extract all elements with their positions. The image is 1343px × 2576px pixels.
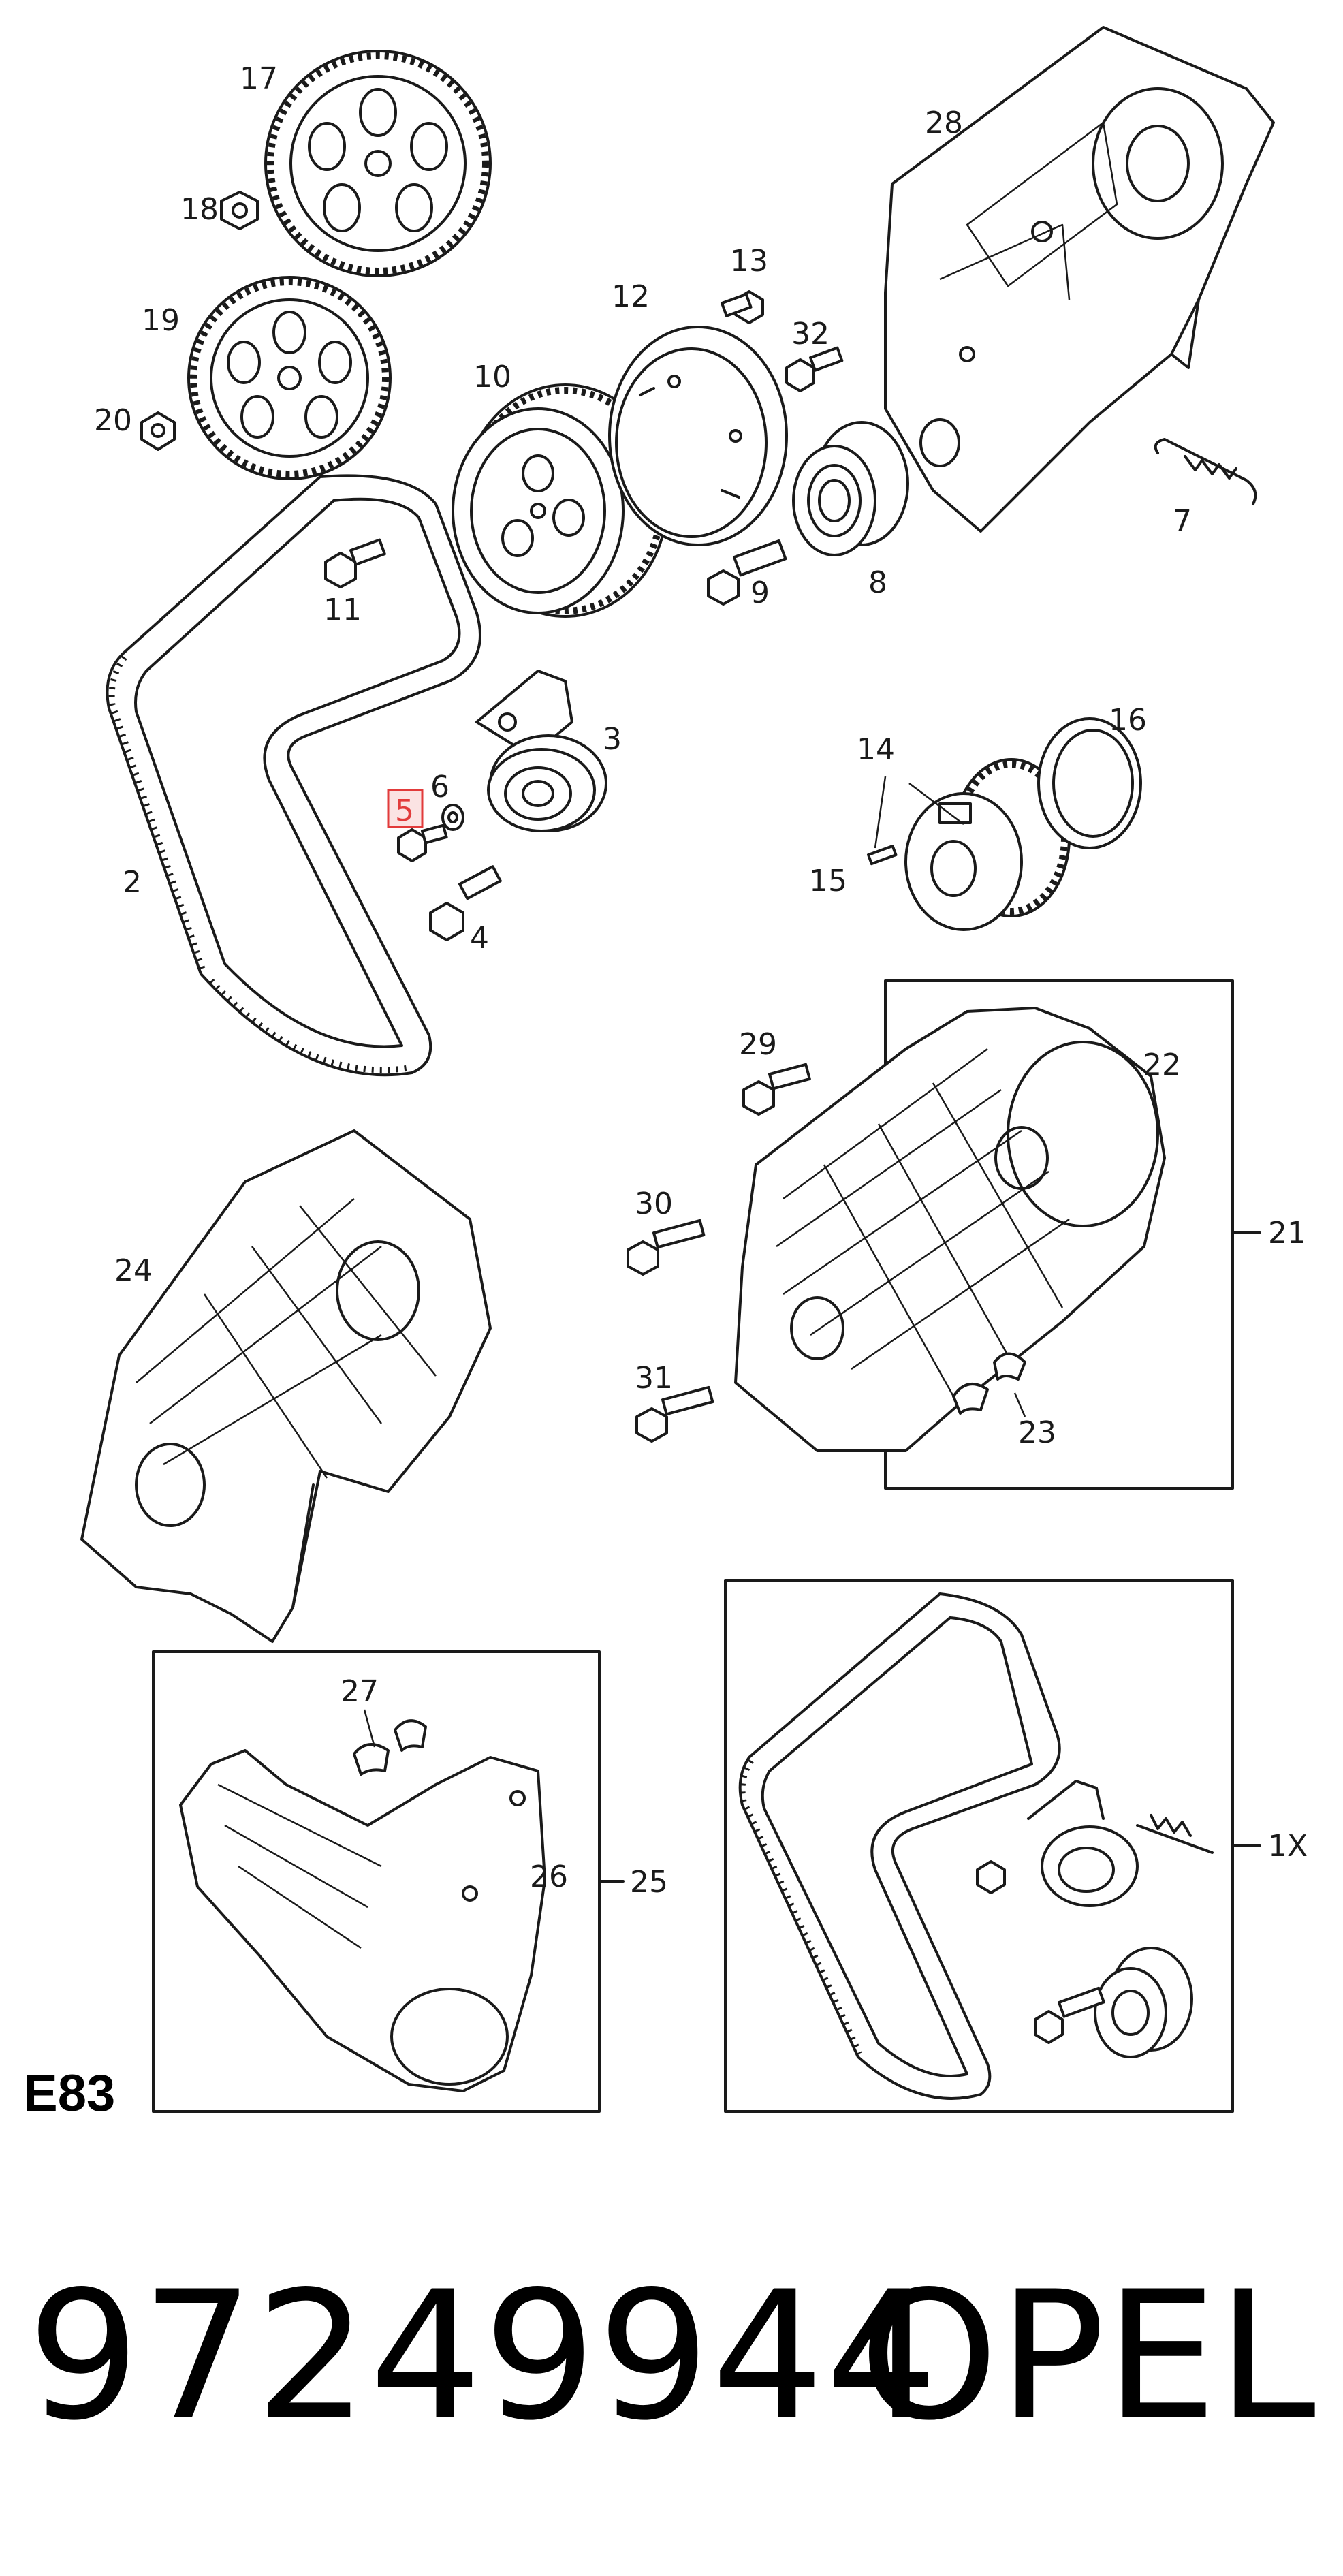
callout-5[interactable]: 5 bbox=[395, 794, 414, 828]
callout-26[interactable]: 26 bbox=[530, 1859, 568, 1894]
callout-32[interactable]: 32 bbox=[791, 317, 830, 351]
part-5-bolt[interactable] bbox=[397, 823, 448, 862]
callout-10[interactable]: 10 bbox=[473, 360, 511, 394]
callout-31[interactable]: 31 bbox=[635, 1361, 673, 1396]
part-20-nut[interactable] bbox=[140, 411, 176, 451]
callout-11[interactable]: 11 bbox=[323, 593, 362, 627]
callout-30[interactable]: 30 bbox=[635, 1187, 673, 1221]
part-22-cover-housing[interactable] bbox=[734, 1007, 1166, 1452]
part-4-bolt[interactable] bbox=[429, 865, 502, 941]
callout-8[interactable]: 8 bbox=[868, 565, 887, 600]
part-25-group-frame bbox=[152, 1650, 625, 2113]
callout-3[interactable]: 3 bbox=[603, 722, 622, 757]
part-9-bolt[interactable] bbox=[707, 539, 787, 606]
part-12-cover-disc[interactable] bbox=[608, 326, 788, 546]
callout-14[interactable]: 14 bbox=[857, 732, 895, 767]
diagram-code-label: E83 bbox=[23, 2064, 116, 2122]
part-7-spring[interactable] bbox=[1154, 438, 1257, 505]
part-32-bolt[interactable] bbox=[785, 346, 844, 392]
part-15-pin[interactable] bbox=[867, 845, 898, 866]
part-29-bolt[interactable] bbox=[742, 1063, 811, 1116]
callouts: 17 18 19 20 11 10 12 13 32 28 7 8 9 3 6 … bbox=[94, 61, 1308, 1900]
part-26-lower-cover[interactable] bbox=[179, 1749, 546, 2092]
part-1x-kit-frame bbox=[724, 1579, 1261, 2113]
callout-27[interactable]: 27 bbox=[341, 1674, 379, 1709]
callout-25[interactable]: 25 bbox=[630, 1865, 668, 1900]
part-18-nut[interactable] bbox=[220, 191, 259, 230]
callout-23[interactable]: 23 bbox=[1018, 1415, 1056, 1450]
callout-9[interactable]: 9 bbox=[750, 576, 770, 610]
callout-4[interactable]: 4 bbox=[470, 921, 489, 956]
callout-20[interactable]: 20 bbox=[94, 403, 132, 438]
part-1x-kit[interactable] bbox=[738, 1592, 1214, 2100]
part-2-timing-belt[interactable] bbox=[106, 474, 481, 1077]
part-8-idler-roller[interactable] bbox=[792, 421, 909, 556]
exploded-parts-diagram: 17 18 19 20 11 10 12 13 32 28 7 8 9 3 6 … bbox=[80, 26, 1308, 2113]
callout-16[interactable]: 16 bbox=[1109, 703, 1147, 738]
callout-24[interactable]: 24 bbox=[114, 1253, 153, 1288]
callout-6[interactable]: 6 bbox=[430, 770, 449, 804]
part-28-rear-timing-cover[interactable] bbox=[884, 26, 1275, 533]
part-30-bolt[interactable] bbox=[627, 1219, 706, 1276]
callout-5-highlight-box bbox=[387, 789, 424, 828]
callout-15[interactable]: 15 bbox=[809, 864, 847, 898]
callout-29[interactable]: 29 bbox=[739, 1027, 777, 1062]
part-27-clips[interactable] bbox=[353, 1719, 427, 1776]
part-3-tensioner[interactable] bbox=[475, 670, 607, 832]
part-17-camshaft-sprocket[interactable] bbox=[264, 50, 492, 277]
callout-13[interactable]: 13 bbox=[730, 244, 768, 279]
leader-lines bbox=[363, 776, 1026, 1748]
callout-21[interactable]: 21 bbox=[1268, 1216, 1306, 1251]
callout-28[interactable]: 28 bbox=[925, 106, 963, 140]
part-number: 97249944 bbox=[27, 2254, 940, 2460]
part-23-clips[interactable] bbox=[952, 1352, 1026, 1415]
callout-17[interactable]: 17 bbox=[240, 61, 278, 96]
callout-18[interactable]: 18 bbox=[180, 192, 219, 227]
callout-22[interactable]: 22 bbox=[1143, 1048, 1181, 1082]
part-11-bolt[interactable] bbox=[324, 538, 386, 588]
callout-7[interactable]: 7 bbox=[1173, 504, 1192, 539]
part-13-bolt[interactable] bbox=[720, 290, 764, 324]
brand-name: OPEL bbox=[859, 2254, 1316, 2460]
part-19-sprocket[interactable] bbox=[187, 276, 392, 480]
part-24-front-cover[interactable] bbox=[80, 1129, 492, 1643]
callout-19[interactable]: 19 bbox=[142, 303, 180, 338]
callout-2[interactable]: 2 bbox=[123, 865, 142, 900]
callout-12[interactable]: 12 bbox=[612, 279, 650, 314]
callout-1x[interactable]: 1X bbox=[1268, 1829, 1308, 1864]
part-6-washer[interactable] bbox=[441, 804, 464, 831]
part-16-washer[interactable] bbox=[1037, 717, 1142, 849]
part-31-bolt[interactable] bbox=[635, 1385, 714, 1443]
